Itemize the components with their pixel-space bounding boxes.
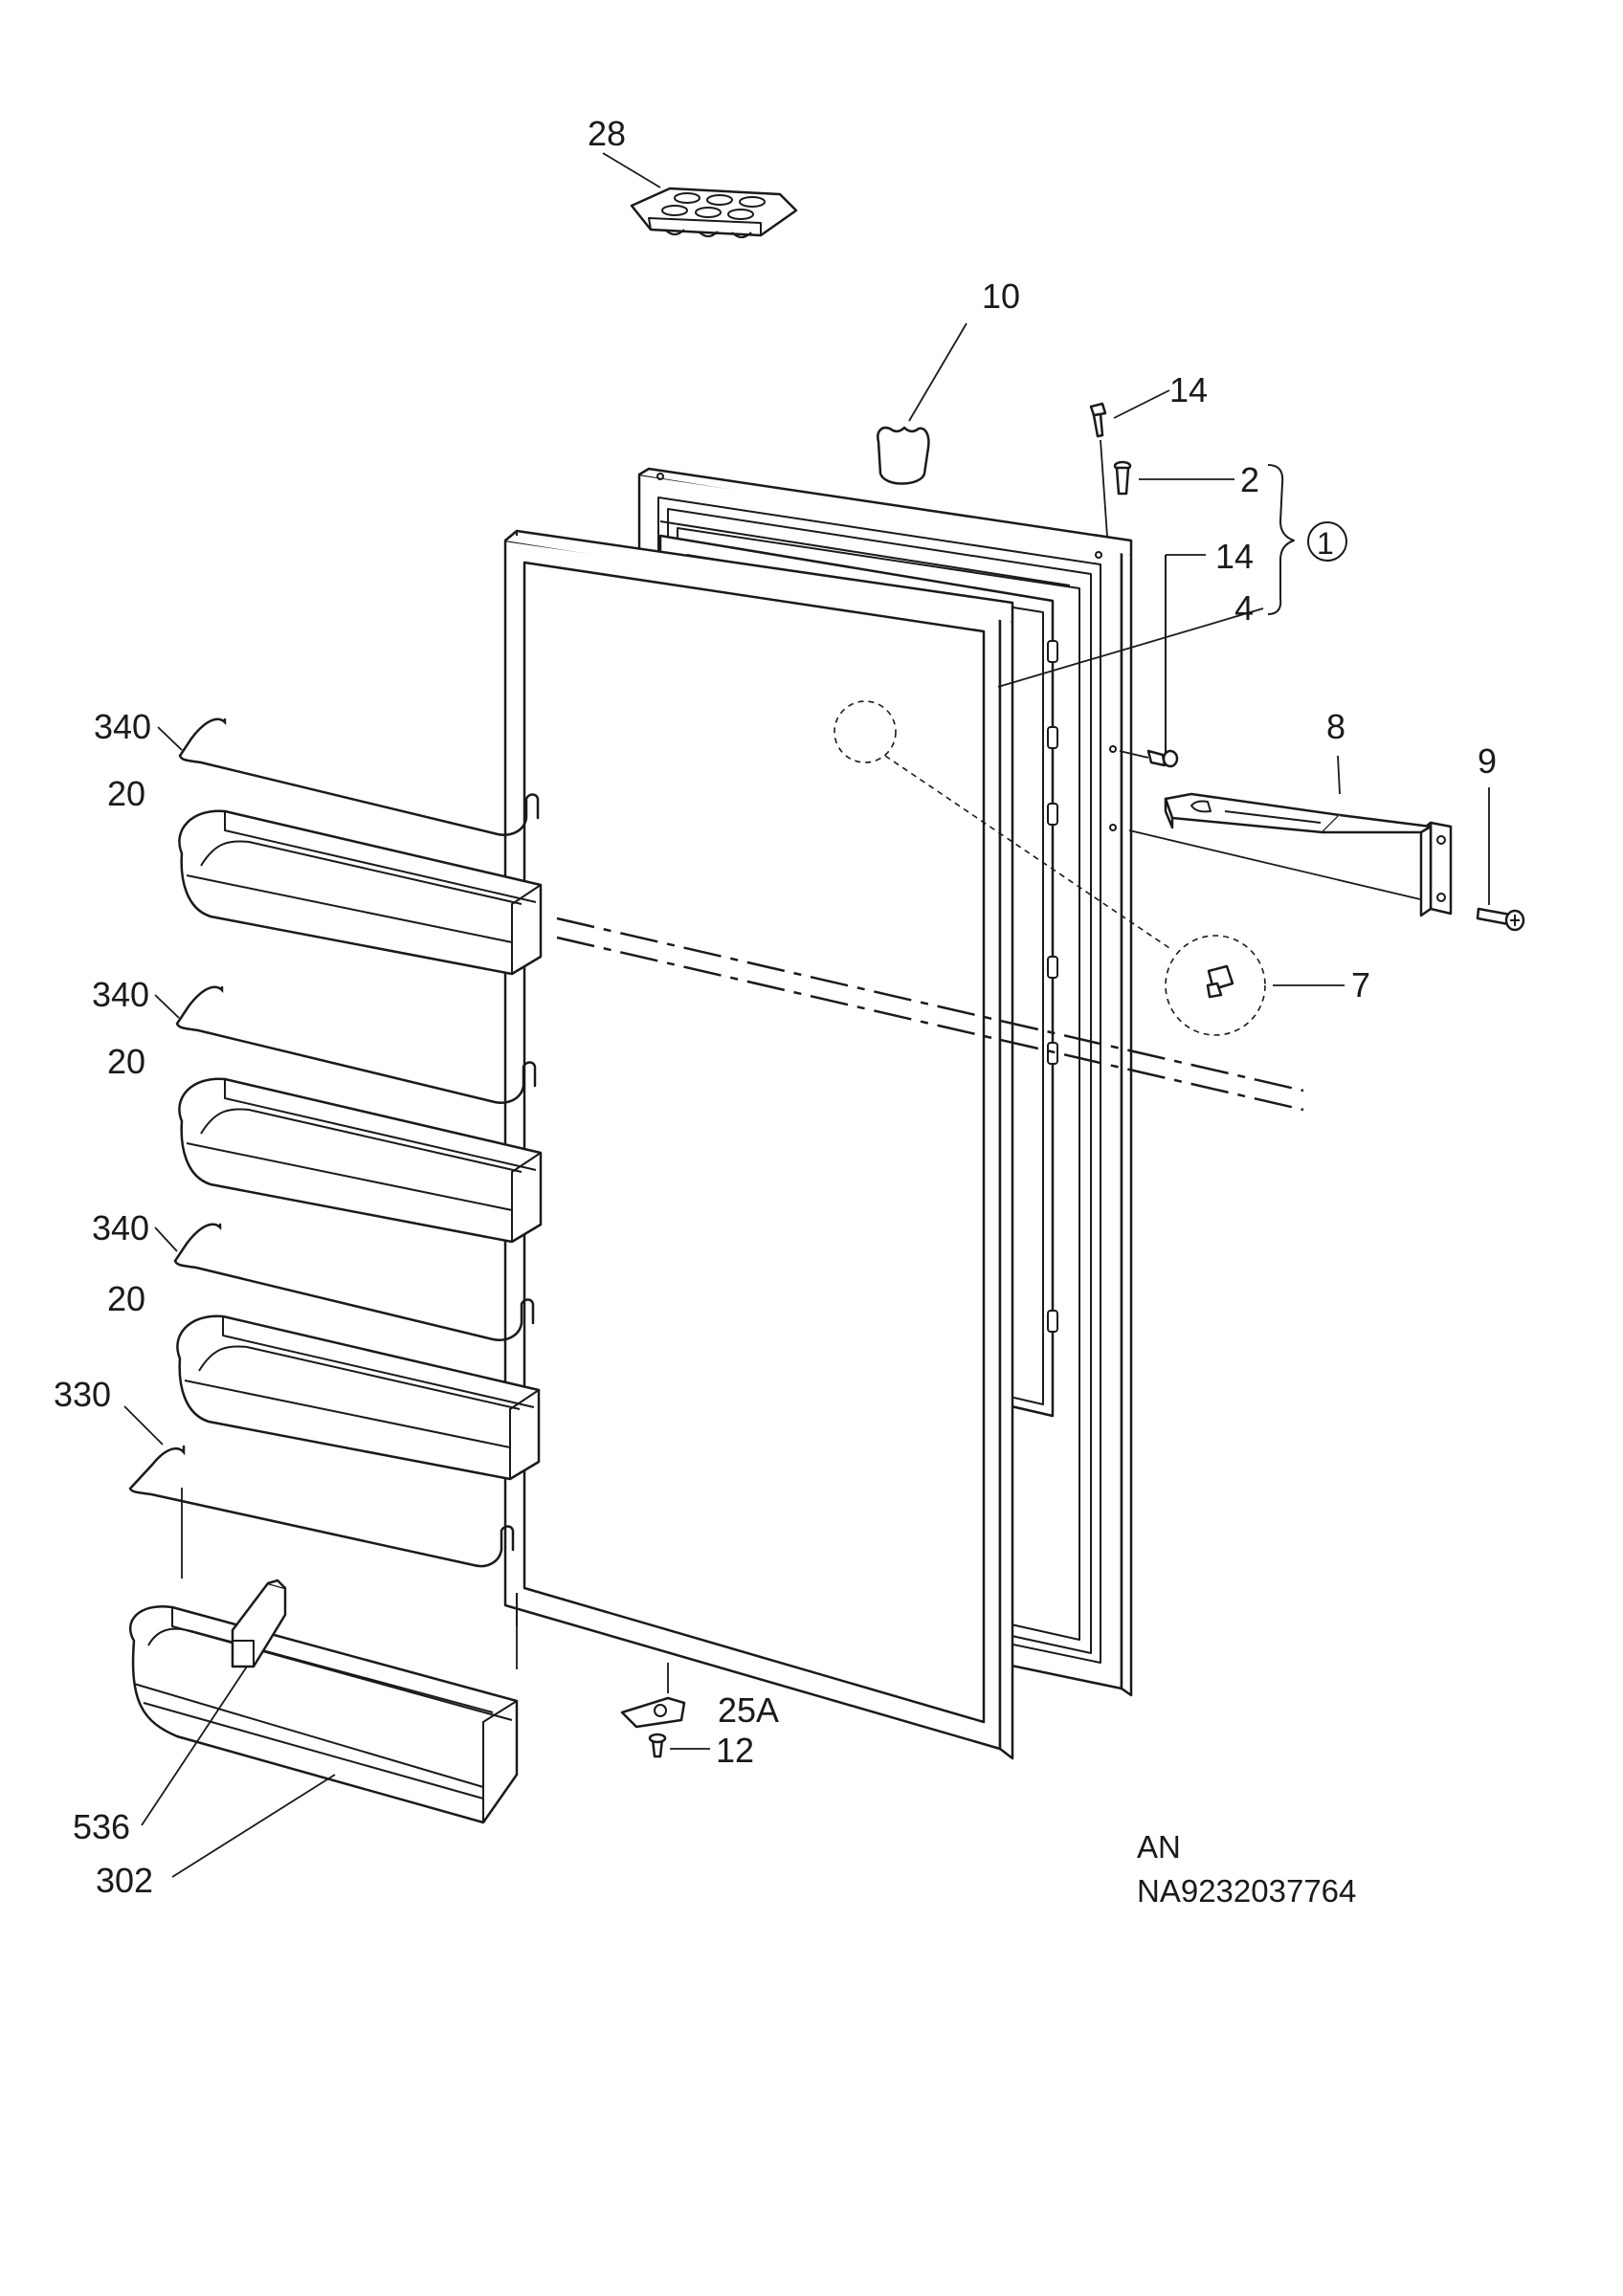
callout-302: 302 [96, 1861, 153, 1900]
callout-340-3: 340 [92, 1208, 149, 1247]
callout-28: 28 [588, 114, 626, 153]
callout-20-3: 20 [107, 1279, 145, 1318]
egg-tray [630, 187, 798, 238]
hinge-pin-7 [1206, 964, 1234, 999]
group-1-circle [1307, 521, 1347, 562]
hinge-axis [556, 916, 1304, 1093]
rail-330 [128, 1445, 515, 1568]
screw-9 [1476, 907, 1525, 932]
rail-340-3 [173, 1223, 535, 1341]
callout-14-top: 14 [1169, 370, 1208, 409]
callout-20-1: 20 [107, 774, 145, 813]
screw-14-top [1089, 402, 1107, 438]
light-cover [877, 426, 930, 485]
callout-330: 330 [54, 1375, 111, 1414]
rail-340-2 [175, 985, 537, 1104]
callout-25a: 25A [718, 1690, 779, 1730]
pin-2 [1113, 460, 1132, 496]
callout-4: 4 [1234, 588, 1254, 628]
screw-14-side [1146, 749, 1179, 768]
callout-1: 1 [1317, 526, 1334, 561]
shelf-20-1 [178, 809, 543, 976]
callout-2: 2 [1240, 460, 1259, 499]
hinge-8 [1164, 792, 1453, 917]
callout-14-side: 14 [1215, 537, 1254, 576]
callout-7: 7 [1351, 965, 1370, 1004]
callout-340-2: 340 [92, 975, 149, 1014]
callout-9: 9 [1478, 741, 1497, 781]
shelf-20-2 [178, 1077, 543, 1244]
door-gasket [503, 529, 1014, 1760]
bottle-shelf-302 [128, 1604, 519, 1824]
callout-8: 8 [1326, 707, 1345, 746]
footer-line-1: AN [1137, 1829, 1181, 1865]
callout-12: 12 [716, 1731, 754, 1770]
screw-12 [648, 1733, 667, 1758]
bottom-hinge-plate-25a [620, 1696, 686, 1729]
callout-20-2: 20 [107, 1042, 145, 1081]
callout-340-1: 340 [94, 707, 151, 746]
rail-340-1 [178, 718, 540, 836]
shelf-divider-536 [231, 1578, 287, 1668]
shelf-20-3 [176, 1314, 541, 1481]
footer-line-2: NA9232037764 [1137, 1873, 1356, 1909]
callout-10: 10 [982, 276, 1020, 316]
callout-536: 536 [73, 1807, 130, 1846]
